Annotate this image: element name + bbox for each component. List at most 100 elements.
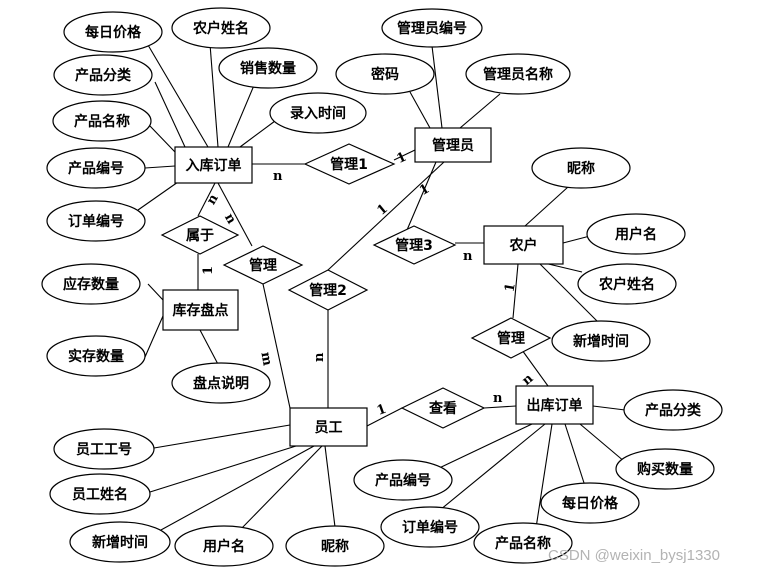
attr-chanpin-mingcheng-ck[interactable]: 产品名称 (473, 522, 573, 564)
attr-yuangong-gonghao[interactable]: 员工工号 (53, 428, 155, 470)
attribute-label: 产品分类 (75, 67, 132, 84)
relationship-guanli3[interactable]: 管理3 (372, 225, 457, 265)
edge-ck-a27 (564, 423, 586, 487)
relationships: 管理1 管理3 属于 管理 管理2 管理 查看 (160, 143, 552, 429)
edge-rk-a3 (154, 81, 186, 148)
attr-mima[interactable]: 密码 (335, 53, 435, 95)
cardinality-gly-gl1: 1 (394, 150, 409, 167)
edge-nh-a12 (524, 186, 569, 227)
attribute-label: 销售数量 (240, 60, 296, 77)
attr-nicheng-yg[interactable]: 昵称 (285, 525, 385, 567)
entity-guanliyuan[interactable]: 管理员 (414, 127, 492, 163)
attr-dingdan-bianhao[interactable]: 订单编号 (46, 200, 146, 242)
attr-chanpin-fenlei[interactable]: 产品分类 (53, 54, 153, 96)
relationship-label: 管理3 (395, 237, 433, 254)
connector-lines (137, 43, 626, 537)
edge-yg-a20 (149, 445, 297, 493)
attr-dingdan-bianhao-ck[interactable]: 订单编号 (380, 506, 480, 548)
attr-chanpin-mingcheng[interactable]: 产品名称 (52, 100, 152, 142)
attr-chanpin-bianhao[interactable]: 产品编号 (46, 147, 146, 189)
attribute-label: 产品名称 (74, 113, 130, 130)
attr-nonghu-xingming[interactable]: 农户姓名 (171, 7, 271, 49)
attr-luru-shijian[interactable]: 录入时间 (269, 92, 367, 134)
attribute-label: 订单编号 (68, 213, 124, 230)
relationship-label: 查看 (429, 400, 457, 417)
attribute-label: 产品编号 (375, 472, 431, 489)
edge-rk-rgl (217, 182, 253, 247)
attr-chanpin-fenlei-ck[interactable]: 产品分类 (623, 389, 723, 431)
attribute-label: 应存数量 (63, 276, 119, 293)
edge-rgl-yg (262, 283, 291, 409)
attr-guanliyuan-mingcheng[interactable]: 管理员名称 (465, 53, 571, 95)
entity-kucun-pandian[interactable]: 库存盘点 (162, 289, 239, 331)
attribute-label: 产品名称 (495, 535, 551, 552)
relationship-guanli2[interactable]: 管理2 (287, 269, 369, 311)
entity-yuangong[interactable]: 员工 (289, 407, 368, 447)
attr-xiaoshou-shuliang[interactable]: 销售数量 (218, 47, 318, 89)
relationship-guanli1[interactable]: 管理1 (303, 143, 396, 185)
attr-chanpin-bianhao-ck[interactable]: 产品编号 (353, 459, 453, 501)
edge-rk-a5 (149, 125, 176, 153)
edge-rk-a7 (144, 165, 176, 169)
edge-gly-rgl2 (327, 161, 445, 271)
relationship-shuyu[interactable]: 属于 (160, 215, 240, 255)
entity-ruku-dingdan[interactable]: 入库订单 (174, 146, 253, 184)
entities: 入库订单 管理员 农户 库存盘点 员工 出库订单 (162, 127, 594, 447)
attribute-label: 产品编号 (68, 160, 124, 177)
attr-shicun-shuliang[interactable]: 实存数量 (46, 335, 146, 377)
attribute-label: 昵称 (567, 160, 595, 177)
edge-ck-a29 (535, 423, 553, 529)
attr-yuangong-xingming[interactable]: 员工姓名 (49, 473, 151, 515)
attr-goumai-shuliang[interactable]: 购买数量 (615, 448, 715, 490)
attr-yonghuming-yg[interactable]: 用户名 (174, 525, 274, 567)
edge-ck-a28 (439, 423, 546, 511)
entity-chuku-dingdan[interactable]: 出库订单 (515, 385, 594, 425)
attr-nicheng-nh[interactable]: 昵称 (531, 147, 631, 189)
edge-gly-a10 (409, 91, 431, 129)
relationship-guanli-nh-ck[interactable]: 管理 (470, 317, 552, 359)
relationship-label: 管理 (497, 330, 525, 347)
relationship-label: 属于 (186, 228, 214, 244)
relationship-chakan[interactable]: 查看 (400, 387, 486, 429)
entity-label: 入库订单 (186, 157, 242, 174)
edge-nh-rglnh (512, 263, 519, 319)
edge-rk-a4 (227, 82, 256, 148)
attribute-label: 密码 (370, 66, 399, 83)
cardinality-rk-gl1: n (273, 169, 283, 184)
edge-yg-a21 (149, 445, 315, 537)
edge-rglnh-ck (521, 349, 549, 387)
relationship-label: 管理1 (330, 156, 368, 173)
attr-yonghuming-nh[interactable]: 用户名 (586, 213, 686, 255)
edge-rck-ck (483, 405, 517, 409)
attribute-label: 产品分类 (645, 402, 702, 419)
attribute-label: 订单编号 (402, 519, 458, 536)
attr-meiri-jiage-ck[interactable]: 每日价格 (540, 482, 640, 524)
attr-guanliyuan-bianhao[interactable]: 管理员编号 (381, 8, 483, 48)
attribute-label: 购买数量 (637, 461, 693, 478)
attr-xinzeng-shijian-nh[interactable]: 新增时间 (551, 320, 651, 362)
edge-ck-a24 (592, 405, 626, 411)
attr-xinzeng-shijian-yg[interactable]: 新增时间 (69, 521, 171, 563)
cardinality-kc-shuyu: 1 (201, 266, 216, 275)
edge-rgl1-gly (393, 149, 416, 161)
attribute-label: 用户名 (203, 538, 245, 555)
edge-yg-a19 (153, 424, 291, 449)
entity-label: 库存盘点 (173, 302, 229, 319)
attr-yingcun-shuliang[interactable]: 应存数量 (41, 263, 141, 305)
relationship-label: 管理2 (309, 282, 347, 299)
cardinality-nh-gl3: n (463, 249, 473, 264)
edge-rk-rsy (197, 182, 216, 217)
cardinality-gly-gl2: 1 (374, 201, 391, 218)
relationship-guanli-rk-yg[interactable]: 管理 (222, 245, 304, 285)
edge-yg-a22 (239, 445, 323, 531)
attr-nonghu-xingming-nh[interactable]: 农户姓名 (577, 263, 677, 305)
entity-label: 出库订单 (527, 397, 583, 414)
attr-pandian-shuoming[interactable]: 盘点说明 (171, 362, 271, 404)
entity-nonghu[interactable]: 农户 (483, 225, 564, 265)
attr-meiri-jiage[interactable]: 每日价格 (63, 11, 163, 53)
attribute-label: 员工姓名 (72, 486, 128, 503)
attribute-label: 用户名 (615, 226, 657, 243)
cardinality-ck-chakan: n (493, 391, 503, 406)
attribute-label: 昵称 (321, 538, 349, 555)
